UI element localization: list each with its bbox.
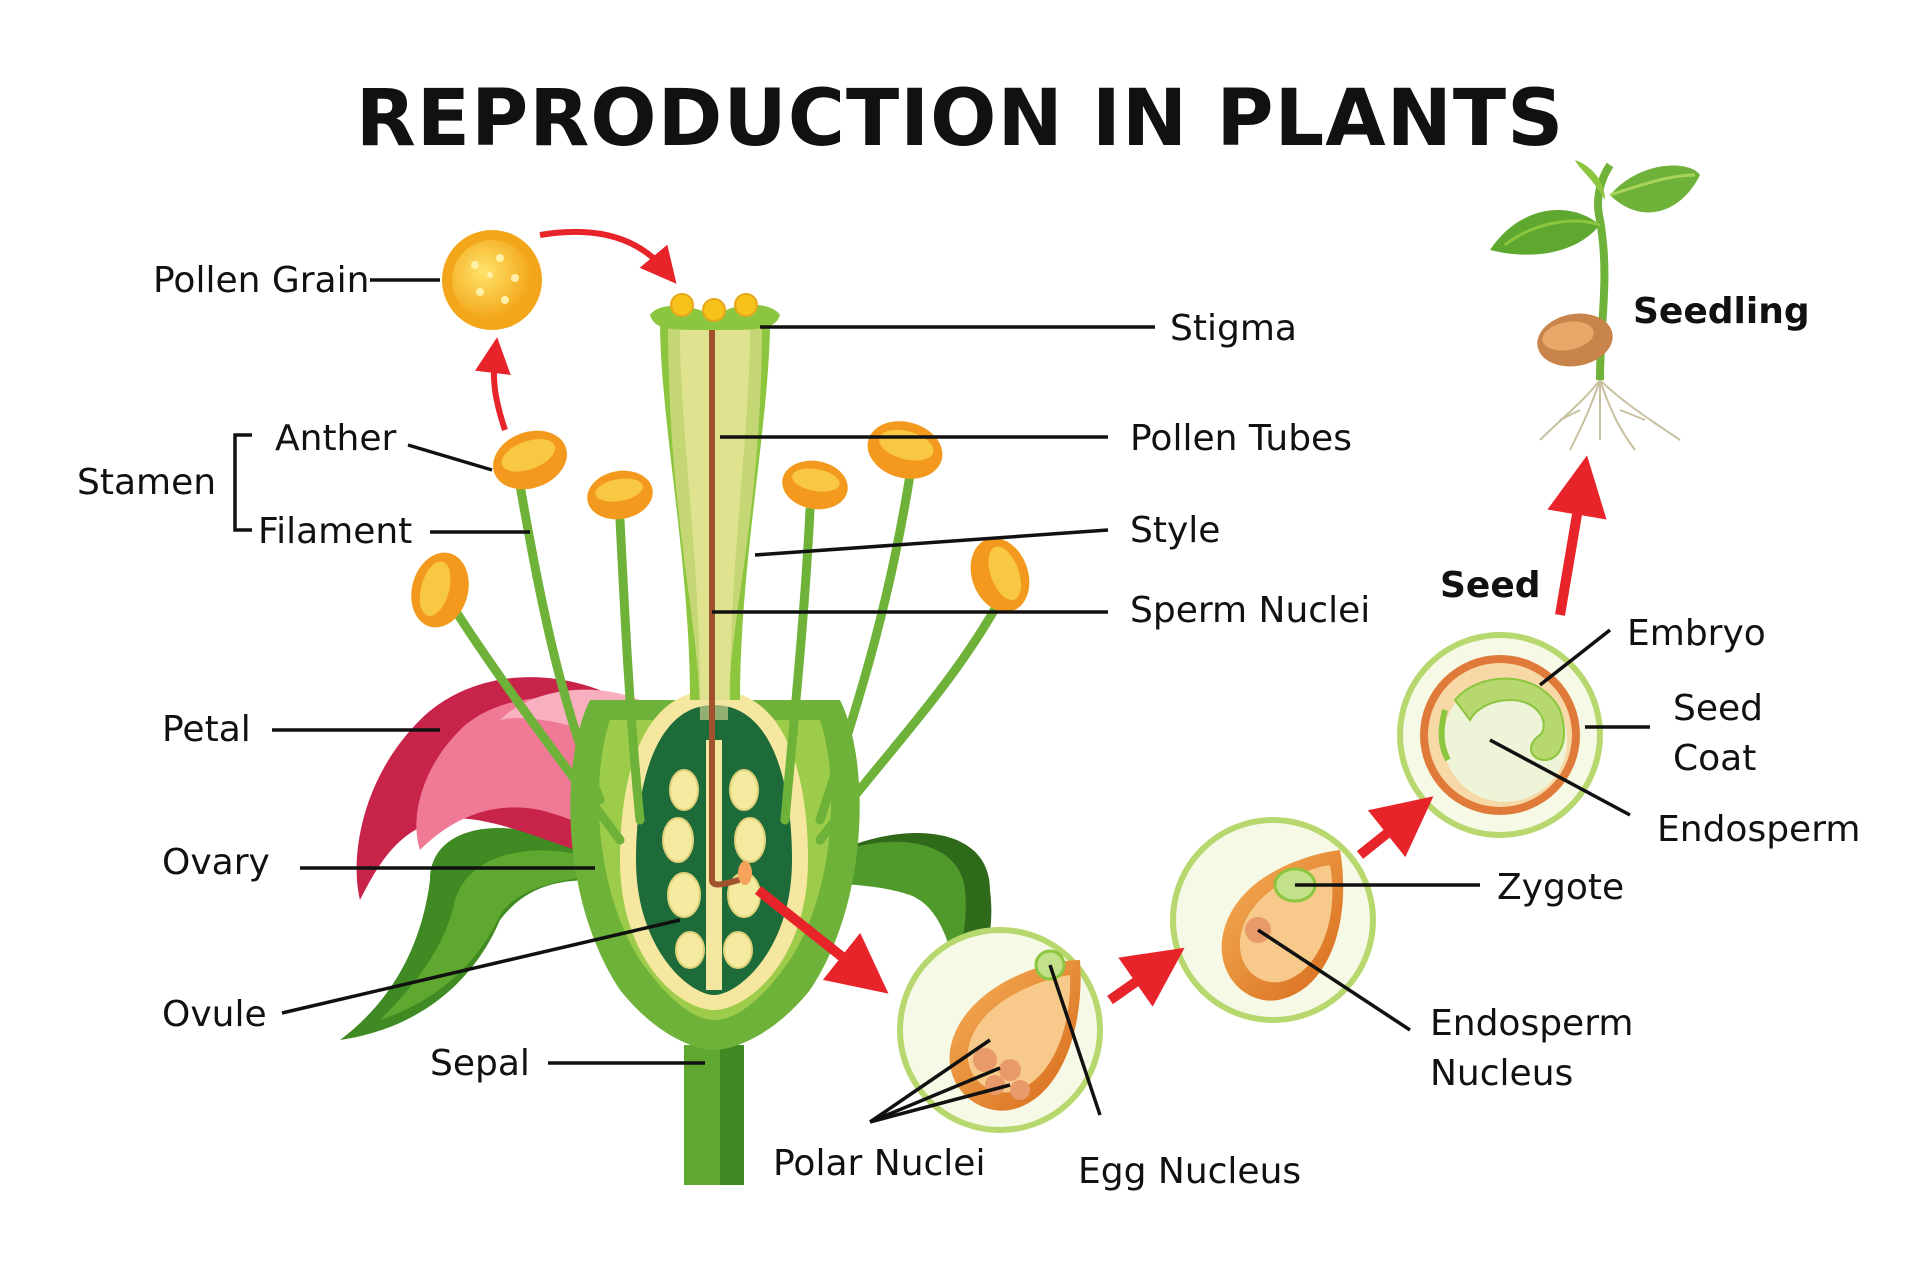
label-seed: Seed: [1440, 565, 1541, 606]
label-sperm-nuclei: Sperm Nuclei: [1130, 590, 1370, 631]
pollination-arrows: [474, 229, 677, 431]
zygote-circle: [1170, 817, 1376, 1023]
label-endosperm-nucleus-1: Endosperm: [1430, 1003, 1633, 1044]
flower-illustration: [340, 293, 1030, 1185]
label-pollen-grain: Pollen Grain: [153, 260, 369, 301]
label-polar-nuclei: Polar Nuclei: [773, 1143, 985, 1184]
leader-lines: [233, 278, 1650, 1124]
label-seedling: Seedling: [1633, 291, 1810, 332]
label-style: Style: [1130, 510, 1220, 551]
ovule-circle: [897, 927, 1103, 1133]
filaments: [450, 470, 1005, 845]
label-endosperm: Endosperm: [1657, 809, 1860, 850]
seedling-illustration: [1490, 160, 1700, 451]
label-filament: Filament: [258, 511, 412, 552]
pollen-grain-illustration: [442, 230, 542, 330]
label-anther: Anther: [275, 418, 397, 459]
label-egg-nucleus: Egg Nucleus: [1078, 1151, 1301, 1192]
label-sepal: Sepal: [430, 1043, 530, 1084]
seedling-leaf-right: [1610, 165, 1700, 213]
seedling-leaf-left: [1490, 210, 1600, 255]
labels: Pollen Grain Stamen Anther Filament Peta…: [77, 260, 1860, 1192]
development-arrows: [754, 455, 1607, 1007]
page-title: REPRODUCTION IN PLANTS: [356, 74, 1565, 164]
label-endosperm-nucleus-2: Nucleus: [1430, 1053, 1573, 1094]
label-ovary: Ovary: [162, 842, 270, 883]
label-zygote: Zygote: [1497, 867, 1624, 908]
label-embryo: Embryo: [1627, 613, 1766, 654]
label-ovule: Ovule: [162, 994, 267, 1035]
label-stamen: Stamen: [77, 462, 216, 503]
label-petal: Petal: [162, 709, 251, 750]
pollen-tube: [709, 330, 741, 888]
seed-circle: [1397, 632, 1603, 838]
label-pollen-tubes: Pollen Tubes: [1130, 418, 1352, 459]
label-stigma: Stigma: [1170, 308, 1297, 349]
label-seed-coat-1: Seed: [1673, 688, 1763, 729]
label-seed-coat-2: Coat: [1673, 738, 1756, 779]
